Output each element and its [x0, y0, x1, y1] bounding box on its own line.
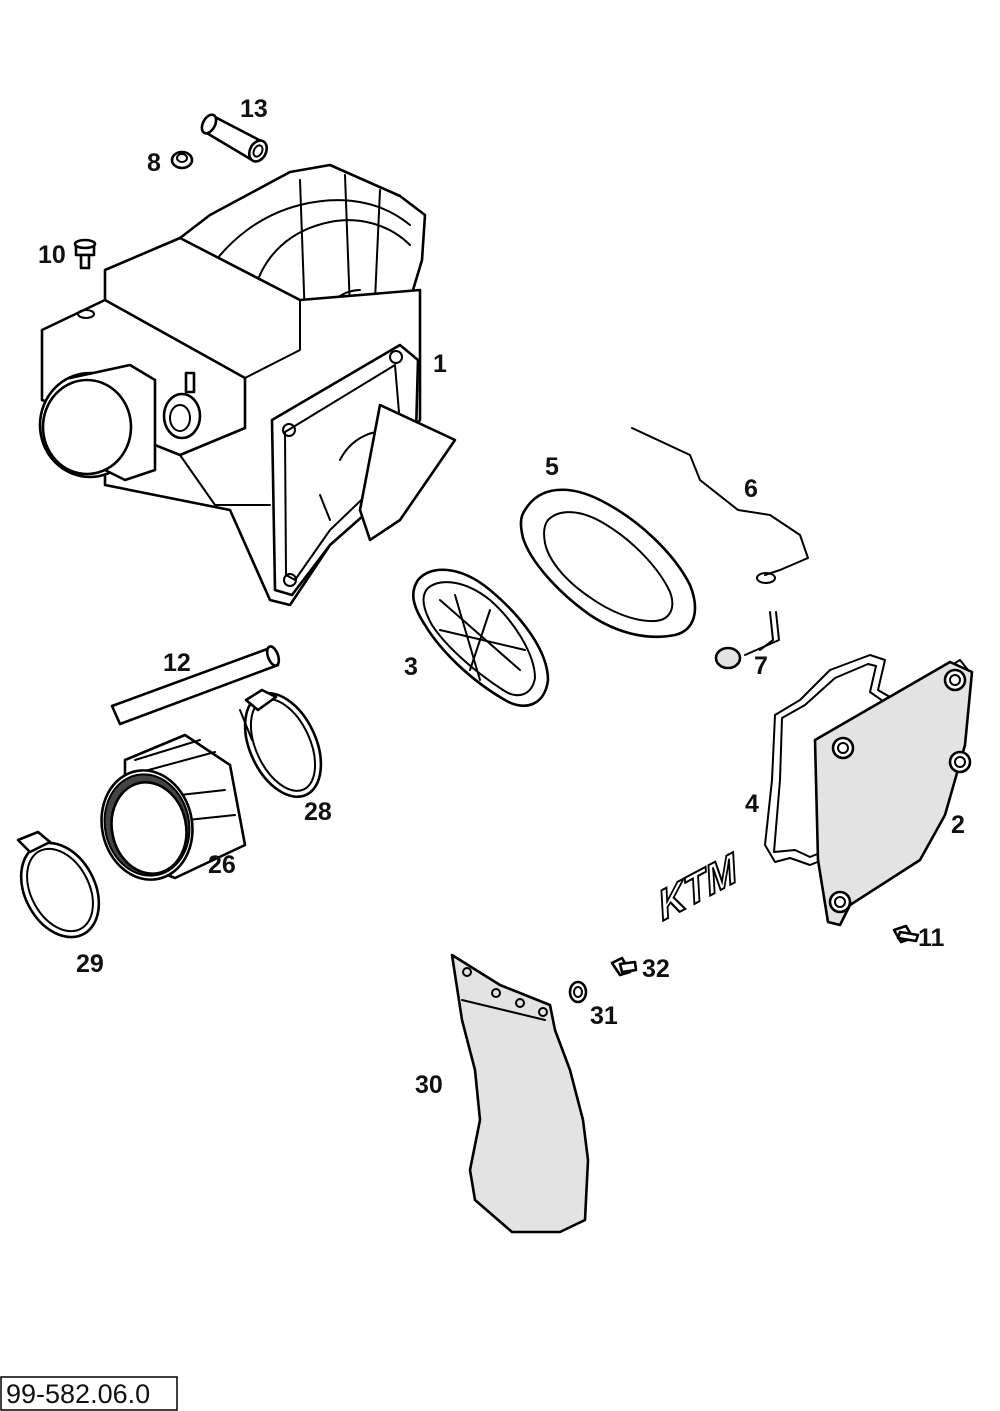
part-30-mud-flap: [450, 953, 590, 1234]
part-31-washer: [568, 980, 588, 1004]
part-2-cover: KTM: [653, 660, 974, 931]
label-part-10: 10: [38, 241, 66, 269]
label-part-5: 5: [545, 453, 559, 481]
label-part-11: 11: [918, 924, 945, 952]
label-part-6: 6: [744, 475, 758, 503]
part-28-clamp: [239, 688, 323, 799]
label-part-30: 30: [415, 1071, 443, 1099]
part-1-air-box: [38, 163, 457, 607]
label-part-3: 3: [404, 653, 418, 681]
part-3-filter-cage: [411, 568, 550, 707]
part-7-pin: [714, 611, 780, 670]
reference-number-box: 99-582.06.0: [0, 1376, 178, 1411]
part-12-hose: [110, 645, 281, 726]
label-part-13: 13: [240, 95, 268, 123]
label-part-2: 2: [951, 811, 965, 839]
reference-number: 99-582.06.0: [6, 1379, 150, 1409]
label-part-31: 31: [590, 1002, 618, 1030]
label-part-12: 12: [163, 649, 191, 677]
part-8-nut: [170, 150, 194, 170]
part-13-tube: [200, 113, 269, 163]
part-32-screw: [610, 956, 638, 977]
label-part-8: 8: [147, 149, 161, 177]
label-part-4: 4: [745, 790, 759, 818]
label-part-1: 1: [433, 350, 447, 378]
part-5-filter-foam: [519, 488, 697, 639]
label-part-29: 29: [76, 950, 104, 978]
part-11-screw: [892, 924, 920, 944]
label-part-32: 32: [642, 955, 670, 983]
label-part-26: 26: [208, 851, 236, 879]
part-29-clamp: [16, 830, 101, 939]
label-part-7: 7: [754, 652, 768, 680]
part-6-wire: [631, 427, 809, 584]
cover-logo: KTM: [654, 843, 742, 930]
part-10-screw: [73, 238, 97, 270]
label-part-28: 28: [304, 798, 332, 826]
part-26-boot: [100, 733, 247, 881]
